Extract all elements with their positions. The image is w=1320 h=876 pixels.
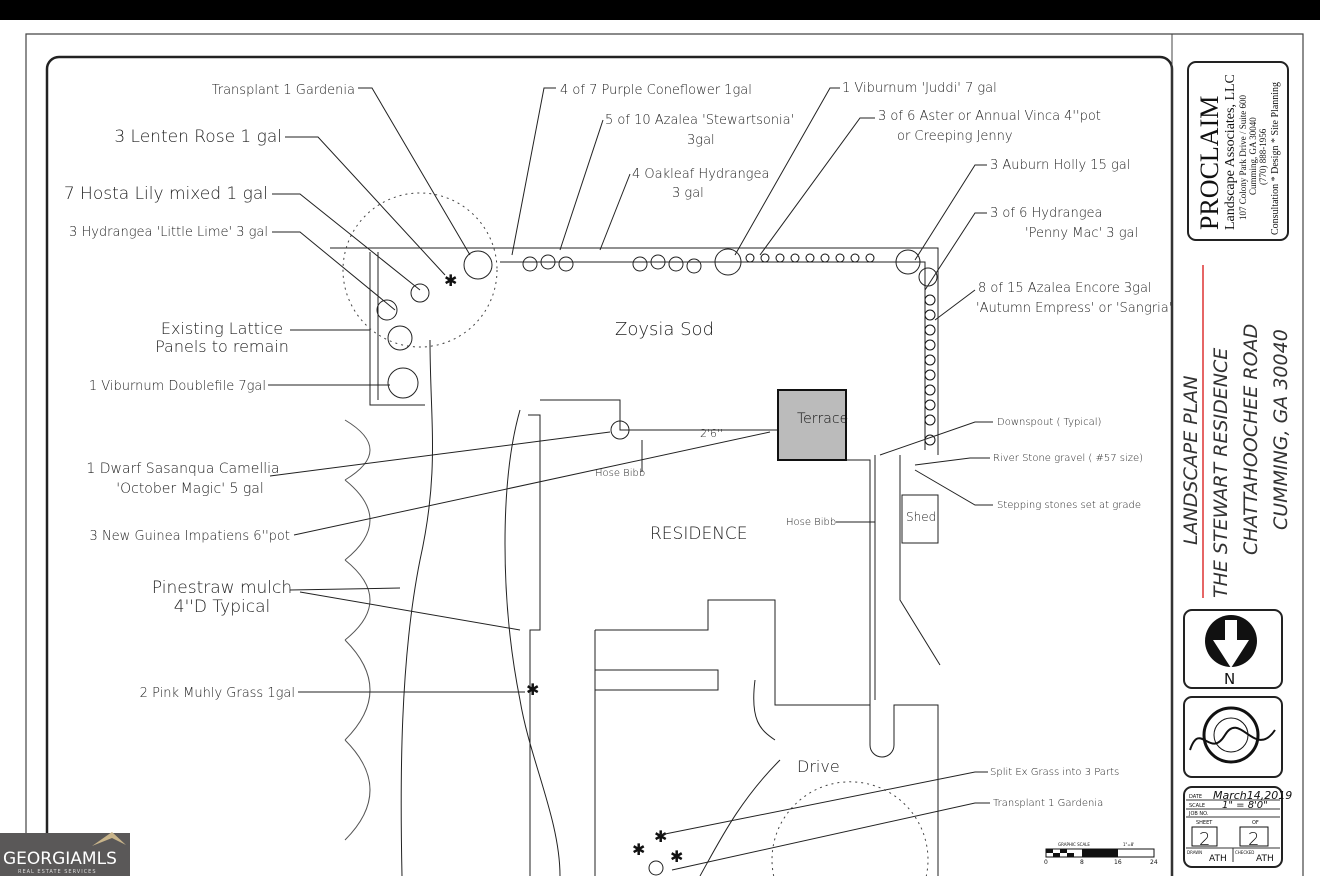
company-box (1187, 61, 1289, 241)
label-muhly: 2 Pink Muhly Grass 1gal (140, 686, 295, 701)
project-location: CUMMING, GA 30040 (1270, 329, 1292, 530)
site-geometry: ✱✱✱✱✱ (330, 192, 941, 876)
leader-lines (268, 87, 993, 871)
label-stepping: Stepping stones set at grade (997, 500, 1141, 511)
label-viburnum-doublefile: 1 Viburnum Doublefile 7gal (89, 379, 266, 394)
label-azalea-stew-1: 5 of 10 Azalea 'Stewartsonia' (605, 113, 794, 128)
sheet-label: SHEET (1196, 820, 1213, 826)
svg-text:✱: ✱ (632, 840, 645, 859)
label-penny-1: 3 of 6 Hydrangea (990, 206, 1103, 221)
drawing-info-box (1183, 786, 1283, 868)
label-zoysia: Zoysia Sod (615, 319, 714, 340)
svg-text:✱: ✱ (654, 827, 667, 846)
company-sub: Landscape Associates, LLC (1223, 74, 1238, 230)
project-road: CHATTAHOOCHEE ROAD (1240, 324, 1262, 555)
label-transplant-gardenia-bottom: Transplant 1 Gardenia (993, 798, 1103, 809)
graphic-scale-ratio: 1"=8' (1123, 842, 1134, 847)
label-oakleaf-1: 4 Oakleaf Hydrangea (632, 167, 769, 182)
checked-label: CHECKED (1235, 850, 1254, 855)
label-holly: 3 Auburn Holly 15 gal (990, 158, 1130, 173)
label-transplant-gardenia: Transplant 1 Gardenia (212, 83, 355, 98)
label-encore-2: 'Autumn Empress' or 'Sangria' (976, 301, 1172, 316)
date-label: DATE (1189, 794, 1202, 800)
label-impatiens: 3 New Guinea Impatiens 6''pot (90, 529, 290, 544)
drawn-by: ATH (1209, 854, 1227, 864)
label-drive: Drive (797, 757, 840, 776)
company-phone: (770) 888-1956 (1258, 128, 1268, 185)
label-encore-1: 8 of 15 Azalea Encore 3gal (978, 281, 1152, 296)
terrace-paving (777, 389, 847, 461)
label-downspout: Downspout ( Typical) (997, 417, 1101, 428)
svg-text:✱: ✱ (670, 847, 683, 866)
georgiamls-watermark: GEORGIAMLS REAL ESTATE SERVICES (0, 832, 130, 876)
label-lenten-rose: 3 Lenten Rose 1 gal (114, 127, 282, 147)
drawing-date: March14,2019 (1213, 789, 1292, 802)
of-label: OF (1252, 820, 1259, 826)
plan-labels: Transplant 1 Gardenia 3 Lenten Rose 1 ga… (64, 81, 1172, 809)
graphic-scale-label: GRAPHIC SCALE (1058, 842, 1090, 847)
drawing-scale: 1" = 8'0" (1222, 800, 1268, 811)
label-river-stone: River Stone gravel ( #57 size) (993, 453, 1143, 464)
sheet-number: 2 (1199, 829, 1210, 850)
watermark-brand: GEORGIAMLS (3, 849, 117, 869)
scale-tick: 24 (1150, 859, 1158, 866)
label-camellia-2: 'October Magic' 5 gal (116, 481, 264, 497)
paper (0, 20, 1320, 876)
label-coneflower: 4 of 7 Purple Coneflower 1gal (560, 83, 752, 98)
company-address: 107 Colony Park Drive / Suite 600 (1238, 95, 1248, 220)
label-dimension: 2'6'' (700, 427, 723, 440)
label-shed: Shed (906, 510, 936, 524)
north-label: N (1224, 670, 1235, 688)
company-city: Cumming, GA 30040 (1248, 117, 1258, 195)
label-camellia-1: 1 Dwarf Sasanqua Camellia (86, 461, 279, 477)
tree-canopy (771, 781, 929, 876)
label-hosta: 7 Hosta Lily mixed 1 gal (64, 184, 268, 204)
project-name: THE STEWART RESIDENCE (1210, 348, 1232, 598)
scale-label: SCALE (1189, 803, 1205, 809)
north-arrow-icon (1205, 615, 1257, 668)
label-viburnum-juddi: 1 Viburnum 'Juddi' 7 gal (842, 81, 997, 96)
label-pinestraw-2: 4''D Typical (174, 597, 270, 617)
shed-outline (901, 494, 939, 544)
scale-tick: 8 (1080, 859, 1084, 866)
scale-tick: 0 (1044, 859, 1048, 866)
title-block: PROCLAIM Landscape Associates, LLC 107 C… (1171, 34, 1292, 876)
drawing-border (45, 55, 1174, 876)
watermark-sub: REAL ESTATE SERVICES (18, 869, 97, 875)
label-lattice-2: Panels to remain (155, 337, 289, 356)
company-name: PROCLAIM (1195, 96, 1224, 230)
label-hose-bibb: Hose Bibb (786, 517, 836, 528)
label-terrace: Terrace (797, 411, 848, 427)
company-services: Consultation * Design * Site Planning (1270, 82, 1281, 235)
label-split-grass: Split Ex Grass into 3 Parts (990, 767, 1119, 778)
tree-canopy (342, 192, 498, 348)
label-aster-2: or Creeping Jenny (897, 129, 1013, 144)
designer-seal-stamp (1189, 706, 1276, 764)
label-penny-2: 'Penny Mac' 3 gal (1025, 226, 1138, 241)
label-pinestraw-1: Pinestraw mulch (152, 578, 292, 598)
label-oakleaf-2: 3 gal (672, 186, 704, 201)
plan-title: LANDSCAPE PLAN (1180, 375, 1202, 545)
job-label: JOB NO. (1188, 811, 1209, 817)
drawn-label: DRAWN (1187, 850, 1202, 855)
sheet-border (25, 33, 1304, 876)
svg-text:✱: ✱ (444, 271, 457, 290)
seal-box (1183, 696, 1283, 778)
label-lattice-1: Existing Lattice (161, 319, 283, 338)
label-azalea-stew-2: 3gal (687, 133, 715, 148)
graphic-scale: GRAPHIC SCALE 1"=8' 0 8 16 24 (1044, 842, 1158, 866)
checked-by: ATH (1256, 854, 1274, 864)
sheet-total: 2 (1248, 829, 1259, 850)
label-aster-1: 3 of 6 Aster or Annual Vinca 4''pot (878, 109, 1101, 124)
svg-text:✱: ✱ (526, 680, 539, 699)
label-hydrangea-lime: 3 Hydrangea 'Little Lime' 3 gal (69, 225, 268, 240)
label-residence: RESIDENCE (650, 524, 748, 544)
scale-tick: 16 (1114, 859, 1122, 866)
label-hose-bibb: Hose Bibb (595, 468, 645, 479)
